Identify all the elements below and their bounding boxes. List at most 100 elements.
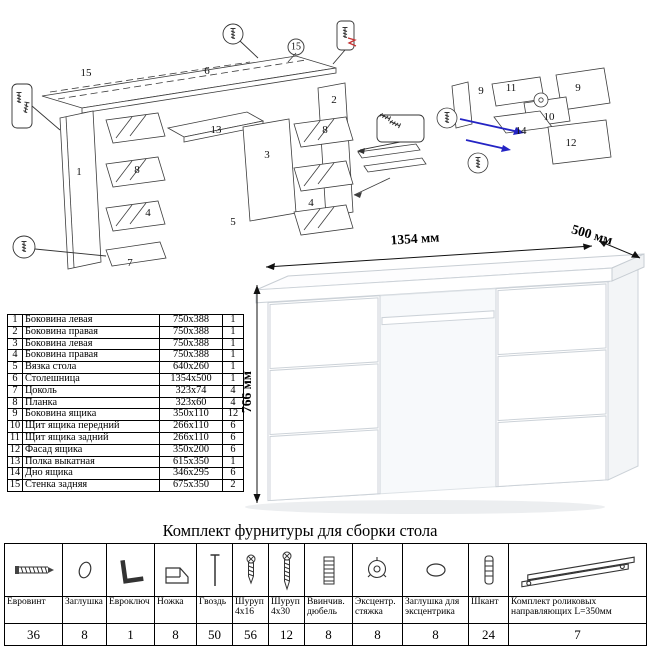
hardware-qty-row: 36 8 1 8 50 56 12 8 8 8 24 7: [4, 623, 647, 646]
part-number-cell: 4: [7, 349, 23, 363]
hardware-name: Евровинт: [4, 596, 63, 624]
part-number-label: 9: [478, 85, 484, 97]
hardware-name: Ввинчив. дюбель: [304, 596, 353, 624]
part-size-cell: 640x260: [159, 361, 223, 374]
part-number-cell: 12: [7, 443, 23, 457]
part-number-cell: 13: [7, 455, 23, 469]
part-size-cell: 750x388: [159, 325, 223, 339]
parts-table-row: 8 Планка 323x60 4: [7, 396, 244, 410]
hex-key-icon: [119, 560, 144, 584]
part-number-cell: 14: [7, 467, 23, 481]
part-size-cell: 350x200: [159, 443, 223, 457]
parts-table-row: 14 Дно ящика 346x295 6: [7, 467, 244, 481]
part-number-label: 5: [230, 216, 236, 228]
part-qty-cell: 1: [222, 349, 244, 363]
hardware-icon-cell: [232, 543, 269, 597]
hardware-qty: 50: [196, 623, 233, 646]
hardware-qty: 1: [106, 623, 155, 646]
part-number-label: 11: [505, 82, 517, 94]
part-name-cell: Стенка задняя: [22, 479, 160, 492]
part-name-cell: Боковина левая: [22, 314, 160, 327]
part-number-label: 4: [308, 197, 314, 209]
part-size-cell: 266x110: [159, 420, 223, 433]
screw-in-dowel-icon: [323, 556, 334, 585]
part-size-cell: 266x110: [159, 431, 223, 445]
red-mark: [347, 37, 357, 47]
part-number-cell: 10: [7, 420, 23, 433]
hardware-qty: 56: [232, 623, 269, 646]
hardware-icons-row: [4, 543, 647, 597]
foot-icon: [165, 567, 189, 584]
cap-icon: [78, 561, 91, 579]
hardware-qty: 8: [402, 623, 469, 646]
fastener-callouts: [11, 20, 425, 259]
nail-icon: [210, 554, 219, 586]
parts-table-row: 2 Боковина правая 750x388 1: [7, 325, 244, 339]
part-number-cell: 2: [7, 325, 23, 339]
part-name-cell: Фасад ящика: [22, 443, 160, 457]
parts-table-row: 6 Столешница 1354x500 1: [7, 372, 244, 386]
part-size-cell: 350x110: [159, 408, 223, 422]
part-number-cell: 5: [7, 361, 23, 374]
part-name-cell: Боковина правая: [22, 325, 160, 339]
part-name-cell: Щит ящика задний: [22, 431, 160, 445]
hardware-qty: 8: [62, 623, 107, 646]
part-qty-cell: 1: [222, 372, 244, 386]
part-size-cell: 346x295: [159, 467, 223, 481]
part-number-cell: 1: [7, 314, 23, 327]
hardware-icon-cell: [62, 543, 107, 597]
part-number-cell: 7: [7, 384, 23, 398]
hardware-name: Гвоздь: [196, 596, 233, 624]
hardware-qty: 8: [304, 623, 353, 646]
eccentric-cap-icon: [425, 563, 446, 577]
part-number-label: 6: [204, 65, 210, 77]
part-qty-cell: 1: [222, 455, 244, 469]
part-number-label: 13: [210, 124, 222, 136]
part-size-cell: 675x350: [159, 479, 223, 492]
hardware-qty: 8: [352, 623, 403, 646]
hardware-name: Шуруп 4x16: [232, 596, 269, 624]
hardware-name: Евроключ: [106, 596, 155, 624]
screw-4x30-icon: [282, 551, 291, 591]
parts-table-row: 15 Стенка задняя 675x350 2: [7, 479, 244, 492]
width-dimension-label: 1354 мм: [390, 229, 440, 248]
parts-table-row: 12 Фасад ящика 350x200 6: [7, 443, 244, 457]
part-number-cell: 9: [7, 408, 23, 422]
right-drawer-boxes: [293, 116, 354, 236]
part-size-cell: 615x350: [159, 455, 223, 469]
drawer-slides-icon: [520, 556, 635, 588]
part-number-label: 8: [134, 164, 140, 176]
part-qty-cell: 12: [222, 408, 244, 422]
parts-table-row: 7 Цоколь 323x74 4: [7, 384, 244, 398]
part-size-cell: 1354x500: [159, 372, 223, 386]
hardware-icon-cell: [154, 543, 197, 597]
part-name-cell: Боковина правая: [22, 349, 160, 363]
part-name-cell: Вязка стола: [22, 361, 160, 374]
part-name-cell: Боковина ящика: [22, 408, 160, 422]
hardware-qty: 12: [268, 623, 305, 646]
part-number-cell: 3: [7, 337, 23, 351]
part-number-label: 4: [145, 207, 151, 219]
hardware-name: Шуруп 4x30: [268, 596, 305, 624]
part-number-label: 9: [575, 82, 581, 94]
hardware-name: Заглушка: [62, 596, 107, 624]
part-size-cell: 323x74: [159, 384, 223, 398]
parts-table: 1 Боковина левая 750x388 1 2 Боковина пр…: [7, 314, 244, 492]
part-name-cell: Цоколь: [22, 384, 160, 398]
exploded-view-diagram: [41, 52, 427, 270]
hardware-name: Шкант: [468, 596, 509, 624]
hardware-icon-cell: [106, 543, 155, 597]
screw-4x16-icon: [246, 554, 255, 585]
part-number-label: 12: [565, 137, 577, 149]
part-number-label: 14: [515, 125, 527, 137]
hardware-names-row: Евровинт Заглушка Евроключ Ножка Гвоздь …: [4, 596, 647, 624]
part-name-cell: Планка: [22, 396, 160, 410]
part-name-cell: Полка выкатная: [22, 455, 160, 469]
hardware-icon-cell: [402, 543, 469, 597]
part-qty-cell: 6: [222, 467, 244, 481]
parts-table-row: 11 Щит ящика задний 266x110 6: [7, 431, 244, 445]
part-number-cell: 11: [7, 431, 23, 445]
part-qty-cell: 2: [222, 479, 244, 492]
parts-table-row: 5 Вязка стола 640x260 1: [7, 361, 244, 374]
part-qty-cell: 1: [222, 361, 244, 374]
